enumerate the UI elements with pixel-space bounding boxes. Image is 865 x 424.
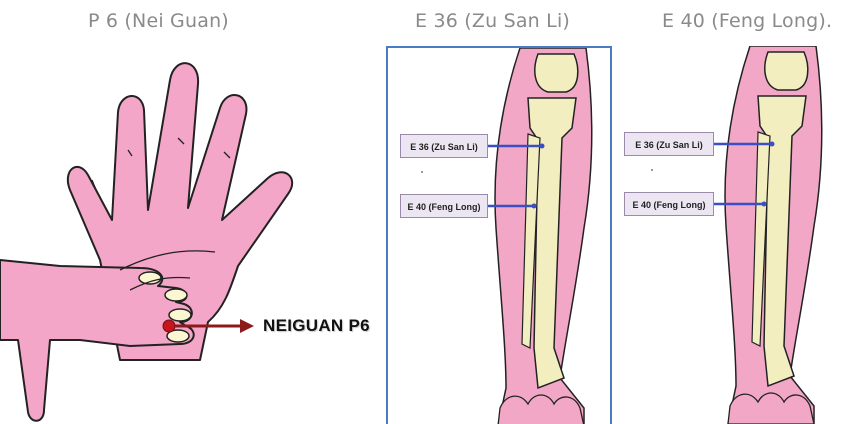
neiguan-p6-label: NEIGUAN P6: [263, 316, 370, 336]
arrow-head: [240, 319, 254, 333]
leg-illustration-left: [388, 48, 610, 424]
hand-diagram-title: P 6 (Nei Guan): [88, 10, 229, 32]
hand-illustration-panel: NEIGUAN P6: [0, 40, 375, 424]
e40-label-right: E 40 (Feng Long): [624, 192, 714, 216]
e36-label-left: E 36 (Zu San Li): [400, 134, 488, 158]
hand-illustration: [0, 40, 375, 424]
leg-diagram-title-left: E 36 (Zu San Li): [415, 10, 570, 32]
e36-label-right: E 36 (Zu San Li): [624, 132, 714, 156]
leg-illustration-panel-left: E 36 (Zu San Li) E 40 (Feng Long): [386, 46, 612, 424]
e40-label-left: E 40 (Feng Long): [400, 194, 488, 218]
leg-diagram-title-right: E 40 (Feng Long).: [662, 10, 832, 32]
p6-point-marker: [163, 320, 175, 332]
leg-illustration-right: [618, 46, 858, 424]
leg-illustration-panel-right: E 36 (Zu San Li) E 40 (Feng Long): [618, 46, 858, 424]
